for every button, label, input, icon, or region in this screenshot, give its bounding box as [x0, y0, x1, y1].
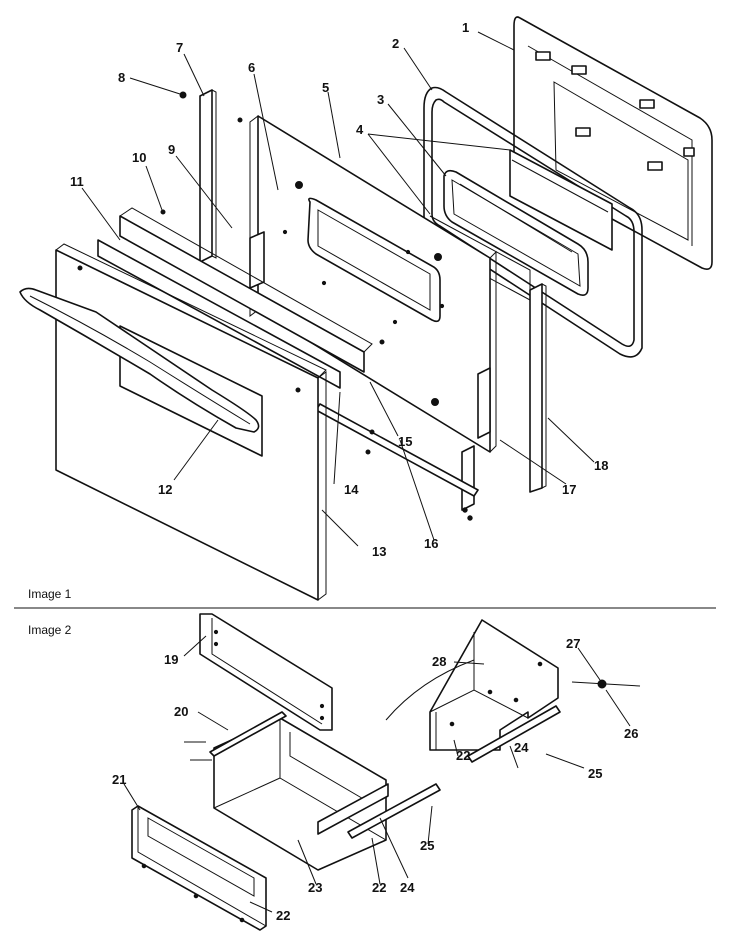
callout-7: 7 — [176, 40, 183, 55]
callout-27: 27 — [566, 636, 580, 651]
callout-13: 13 — [372, 544, 386, 559]
part-11-vent-trim — [97, 207, 373, 389]
callout-14: 14 — [344, 482, 359, 497]
callout-2: 2 — [392, 36, 399, 51]
part-20-drawer-slide — [184, 711, 287, 761]
callout-6: 6 — [248, 60, 255, 75]
callout-4: 4 — [356, 122, 364, 137]
callout-11: 11 — [70, 174, 84, 189]
fasteners — [160, 117, 385, 455]
part-19-drawer-back — [199, 613, 333, 731]
part-21-drawer-front — [131, 805, 267, 931]
callout-22-side: 22 — [456, 748, 470, 763]
callout-24-lower: 24 — [400, 880, 415, 895]
callout-20: 20 — [174, 704, 188, 719]
part-12-door-handle — [19, 287, 260, 433]
part-7-left-hinge-channel — [179, 89, 217, 263]
callout-8: 8 — [118, 70, 125, 85]
section-label-image-1: Image 1 — [28, 587, 72, 601]
part-5-inner-door-panel — [249, 115, 497, 453]
callout-labels: 1 2 3 4 5 6 7 8 9 10 11 12 13 14 15 16 1… — [70, 20, 638, 923]
part-9-hinge-bracket — [249, 231, 265, 289]
callout-28: 28 — [432, 654, 446, 669]
callout-3: 3 — [377, 92, 384, 107]
callout-24-upper: 24 — [514, 740, 529, 755]
image-1-leader-lines — [81, 31, 595, 547]
callout-10: 10 — [132, 150, 146, 165]
callout-18: 18 — [594, 458, 608, 473]
section-label-image-2: Image 2 — [28, 623, 72, 637]
part-18-right-hinge-channel — [529, 283, 547, 493]
callout-21: 21 — [112, 772, 126, 787]
part-26-screw — [571, 679, 641, 689]
callout-22-runner: 22 — [372, 880, 386, 895]
callout-12: 12 — [158, 482, 172, 497]
callout-9: 9 — [168, 142, 175, 157]
callout-23: 23 — [308, 880, 322, 895]
callout-15: 15 — [398, 434, 412, 449]
callout-17: 17 — [562, 482, 576, 497]
callout-1: 1 — [462, 20, 469, 35]
callout-5: 5 — [322, 80, 329, 95]
part-3-window-glass — [429, 149, 613, 301]
part-2-door-gasket — [423, 86, 643, 358]
callout-25-lower: 25 — [420, 838, 434, 853]
callout-26: 26 — [624, 726, 638, 741]
part-24-drawer-runner — [317, 783, 441, 839]
callout-22-drawer-front: 22 — [276, 908, 290, 923]
image-2-leader-lines — [123, 635, 631, 913]
part-1-door-back-panel — [513, 16, 713, 270]
callout-19: 19 — [164, 652, 178, 667]
callout-25-upper: 25 — [588, 766, 602, 781]
part-28-drawer-side-assembly — [385, 619, 561, 763]
callout-16: 16 — [424, 536, 438, 551]
